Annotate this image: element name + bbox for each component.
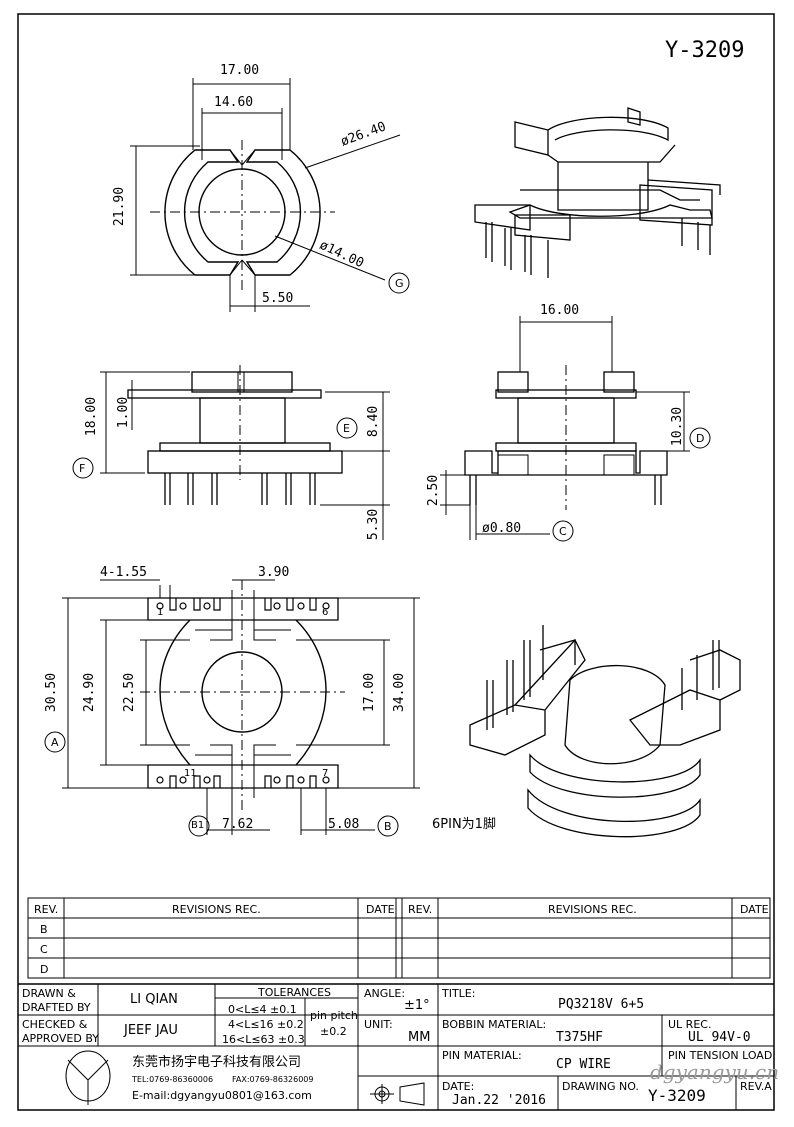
dim-bot-7-62: 7.62 [222, 817, 254, 832]
dim-front-10-3: 10.30 [670, 406, 686, 447]
tolerance-1: 0<L≤4 ±0.1 [228, 1003, 297, 1016]
pin-note: 6PIN为1脚 [432, 817, 496, 832]
dim-bot-22-5: 22.50 [122, 672, 138, 713]
date-label: DATE: [442, 1080, 475, 1093]
dim-pin-dia: ø0.80 [482, 521, 522, 536]
revisions-header-left: REVISIONS REC. [172, 903, 261, 916]
dim-side-18: 18.00 [84, 396, 100, 437]
checked-label-2: APPROVED BY [22, 1032, 100, 1045]
dim-top-14-6: 14.60 [214, 95, 254, 110]
ul-rec-value: UL 94V-0 [688, 1030, 751, 1045]
angle-label: ANGLE: [364, 987, 406, 1000]
datum-e: E [343, 422, 350, 435]
datum-b: B [384, 820, 392, 833]
dim-side-8-4: 8.40 [366, 405, 382, 438]
rev-row-d: D [40, 963, 49, 976]
drawn-label-2: DRAFTED BY [22, 1001, 91, 1014]
date-header-left: DATE [366, 903, 395, 916]
rev-row-c: C [40, 943, 48, 956]
drawing-no-value: Y-3209 [648, 1086, 706, 1105]
dim-bot-3-9: 3.90 [258, 565, 290, 580]
pin-tension-label: PIN TENSION LOAD: [668, 1049, 777, 1062]
dim-side-1: 1.00 [116, 396, 132, 429]
rev-a: REV.A [740, 1080, 772, 1093]
sheet-border [17, 13, 775, 1111]
pin-label-7: 7 [322, 768, 329, 779]
pin-material-label: PIN MATERIAL: [442, 1049, 522, 1062]
bobbin-material-label: BOBBIN MATERIAL: [442, 1018, 547, 1031]
date-value: Jan.22 '2016 [452, 1093, 546, 1108]
checked-name: JEEF JAU [124, 1023, 178, 1038]
datum-c: C [559, 525, 567, 538]
dim-bot-30-5: 30.50 [44, 672, 60, 713]
dim-w-5-5: 5.50 [262, 291, 294, 306]
angle-value: ±1° [404, 998, 430, 1013]
tolerance-2: 4<L≤16 ±0.2 [228, 1018, 304, 1031]
top-view [130, 78, 410, 312]
revision-table [27, 897, 771, 979]
dim-front-2-5: 2.50 [426, 474, 442, 507]
revisions-header-right: REVISIONS REC. [548, 903, 637, 916]
dim-top-17: 17.00 [220, 63, 260, 78]
datum-b1: B1 [191, 820, 205, 831]
dim-bot-5-08: 5.08 [328, 817, 360, 832]
bobbin-material-value: T375HF [556, 1030, 603, 1045]
tolerances-label: TOLERANCES [258, 986, 332, 999]
watermark: dgyangyu.cn [650, 1060, 780, 1084]
rev-header-left: REV. [34, 903, 59, 916]
pin-pitch-tol: ±0.2 [320, 1025, 347, 1038]
dim-bot-24-9: 24.90 [82, 672, 98, 713]
drawn-label-1: DRAWN & [22, 987, 76, 1000]
tolerance-3: 16<L≤63 ±0.3 [222, 1033, 305, 1046]
checked-label-1: CHECKED & [22, 1018, 88, 1031]
dim-front-16: 16.00 [540, 303, 580, 318]
title-label: TITLE: [442, 987, 476, 1000]
side-view [72, 365, 390, 540]
company-tel: TEL:0769-86360006 [132, 1075, 214, 1084]
datum-f: F [79, 462, 86, 475]
pin-material-value: CP WIRE [556, 1057, 611, 1072]
dim-side-5-3: 5.30 [366, 508, 382, 541]
ul-rec-label: UL REC. [668, 1018, 712, 1031]
title-value: PQ3218V 6+5 [558, 997, 645, 1012]
drawn-name: LI QIAN [130, 992, 178, 1007]
company-fax: FAX:0769-86326009 [232, 1075, 314, 1084]
pin-pitch-label: pin pitch [310, 1009, 358, 1022]
dim-bot-17: 17.00 [362, 672, 378, 713]
unit-label: UNIT: [364, 1018, 393, 1031]
dim-bot-4-155: 4-1.55 [100, 565, 147, 580]
company-name: 东莞市扬宇电子科技有限公司 [132, 1055, 302, 1070]
pin-label-6: 6 [322, 607, 329, 618]
iso-view-top [474, 107, 721, 278]
datum-g: G [395, 277, 404, 290]
date-header-right: DATE [740, 903, 769, 916]
drawing-no-label: DRAWING NO. [562, 1080, 639, 1093]
dim-h-21-9: 21.90 [112, 186, 128, 227]
datum-a: A [51, 736, 59, 749]
rev-row-b: B [40, 923, 48, 936]
pin-label-11: 11 [184, 768, 197, 779]
datum-d: D [696, 432, 705, 445]
rev-header-right: REV. [408, 903, 433, 916]
company-email: E-mail:dgyangyu0801@163.com [132, 1089, 312, 1102]
title-block [18, 983, 774, 1110]
unit-value: MM [408, 1030, 431, 1045]
front-view [440, 316, 711, 542]
iso-view-bottom [469, 625, 741, 838]
drawing-id: Y-3209 [665, 38, 745, 63]
dim-bot-34: 34.00 [392, 672, 408, 713]
pin-label-1: 1 [157, 607, 164, 618]
bottom-view [44, 579, 420, 837]
